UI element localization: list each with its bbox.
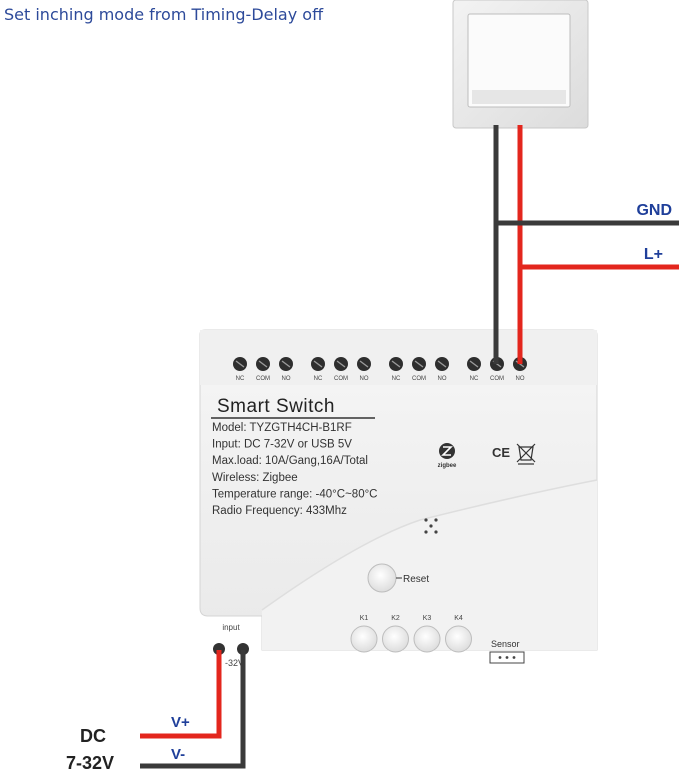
terminal-label: COM [412, 376, 426, 382]
vplus-label: V+ [171, 714, 190, 731]
smart-switch-device [199, 329, 598, 651]
spec-list: Model: TYZGTH4CH-B1RF Input: DC 7-32V or … [212, 422, 378, 517]
reset-button[interactable] [367, 563, 397, 593]
reset-label: Reset [403, 574, 429, 585]
terminal-label: NC [236, 376, 245, 382]
key-button-k2[interactable] [382, 625, 409, 653]
spec-line: Model: TYZGTH4CH-B1RF [212, 422, 352, 434]
ce-mark: CE [492, 445, 510, 460]
switch-wires [493, 125, 679, 364]
key-button-k4[interactable] [445, 625, 472, 653]
input-terminal-minus [237, 643, 249, 655]
key-buttons: K1 K2 K3 K4 [350, 615, 472, 653]
spec-line: Radio Frequency: 433Mhz [212, 505, 347, 517]
terminal-label: COM [334, 376, 348, 382]
vminus-wire [140, 650, 246, 769]
terminal-label: NO [360, 376, 369, 382]
wall-switch [452, 0, 589, 129]
weee-icon [516, 443, 536, 465]
terminal-label: NO [516, 376, 525, 382]
terminal-label: COM [490, 376, 504, 382]
key-label: K4 [454, 615, 463, 622]
terminal-block: NC COM NO NC COM NO NC COM NO NC COM NO [233, 357, 527, 382]
caption-text: Set inching mode from Timing-Delay off [4, 5, 324, 24]
key-label: K2 [391, 615, 400, 622]
key-label: K1 [360, 615, 369, 622]
terminal-label: NO [282, 376, 291, 382]
device-title: Smart Switch [217, 396, 335, 417]
terminal-label: NO [438, 376, 447, 382]
terminal-label: COM [256, 376, 270, 382]
zigbee-label: zigbee [438, 463, 457, 469]
key-button-k1[interactable] [350, 625, 378, 653]
zigbee-icon [439, 443, 455, 459]
terminal-label: NC [470, 376, 479, 382]
sensor-label: Sensor [491, 639, 520, 649]
key-button-k3[interactable] [413, 625, 441, 653]
spec-line: Temperature range: -40°C~80°C [212, 488, 378, 500]
vminus-label: V- [171, 746, 185, 763]
input-label: input [222, 623, 240, 632]
indicator-led-icon [424, 518, 438, 534]
power-dc-label: DC [80, 726, 106, 746]
terminal-label: NC [314, 376, 323, 382]
spec-line: Max.load: 10A/Gang,16A/Total [212, 455, 368, 467]
input-terminal-plus [213, 643, 225, 655]
spec-line: Input: DC 7-32V or USB 5V [212, 439, 352, 451]
vplus-wire [140, 650, 222, 739]
power-voltage-label: 7-32V [66, 753, 114, 773]
terminal-label: NC [392, 376, 401, 382]
lplus-label: L+ [644, 246, 663, 263]
gnd-label: GND [636, 202, 672, 219]
key-label: K3 [423, 615, 432, 622]
spec-line: Wireless: Zigbee [212, 472, 298, 484]
input-range-label: -32V [225, 658, 244, 668]
